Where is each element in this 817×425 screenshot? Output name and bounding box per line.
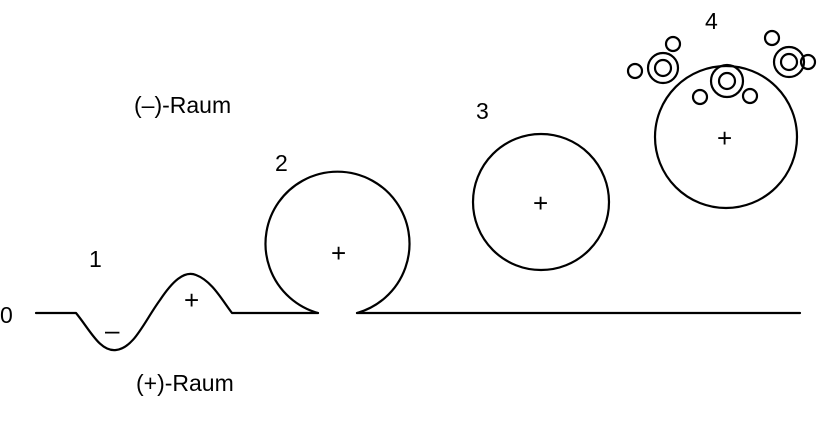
stage-3-circle bbox=[471, 132, 611, 272]
stage-2-loop bbox=[264, 170, 411, 315]
wave-baseline-left bbox=[34, 272, 320, 352]
stage-3-plus: + bbox=[533, 188, 548, 218]
stage-4-ring-right-satellite-a bbox=[763, 29, 781, 47]
stage-2-label: 2 bbox=[275, 150, 288, 176]
stage-4-ring-middle-satellite-a bbox=[691, 88, 709, 106]
stage-1-label: 1 bbox=[89, 246, 102, 272]
stage-4-ring-right-outer bbox=[772, 45, 806, 79]
stage-4-ring-left-satellite-b bbox=[664, 35, 682, 53]
stage-4-ring-left-outer bbox=[646, 51, 680, 85]
plus-space-label: (+)-Raum bbox=[136, 370, 234, 396]
stage-1-crest-plus: + bbox=[184, 285, 199, 315]
stage-3-label: 3 bbox=[476, 98, 489, 124]
stage-4-ring-left-satellite-a bbox=[626, 62, 644, 80]
stage-4-ring-middle-outer bbox=[709, 63, 745, 99]
stage-4-plus: + bbox=[717, 123, 732, 153]
stage-4-ring-right-satellite-b bbox=[799, 53, 817, 71]
stage-4-label: 4 bbox=[705, 8, 718, 34]
zero-label: 0 bbox=[0, 302, 13, 328]
stage-4-ring-right-inner bbox=[779, 52, 799, 72]
stage-4-ring-left-inner bbox=[653, 58, 673, 78]
stage-1-trough-minus: – bbox=[105, 315, 120, 345]
stage-2-plus: + bbox=[331, 238, 346, 268]
stage-4-ring-middle-inner bbox=[717, 71, 737, 91]
minus-space-label: (–)-Raum bbox=[134, 92, 231, 118]
stage-4-ring-middle-satellite-b bbox=[741, 87, 759, 105]
